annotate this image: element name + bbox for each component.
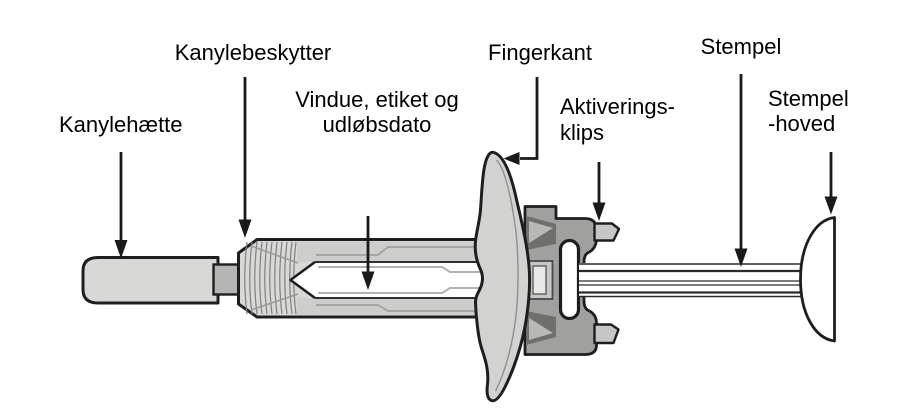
window-inner-steps: [318, 266, 486, 294]
label-fingerkant: Fingerkant: [488, 40, 592, 65]
plunger-head-shape: [799, 216, 836, 343]
label-vindue-line2: udløbsdato: [322, 112, 432, 137]
needle-hub-shape: [212, 263, 242, 296]
window-chevron: [289, 260, 316, 300]
plunger-rod-center-lines: [579, 280, 801, 286]
window-edges: [315, 261, 486, 299]
label-aktiveringsklips: Aktiverings- klips: [560, 94, 675, 146]
label-stempelhoved: Stempel -hoved: [768, 86, 849, 136]
clip-tab-top: [593, 222, 621, 242]
clip-finger-top-highlight: [529, 221, 553, 243]
clip-finger-bottom-highlight: [529, 318, 553, 340]
finger-flange-highlight: [494, 159, 519, 392]
label-stempel: Stempel: [700, 34, 782, 59]
label-vindue-line1: Vindue, etiket og: [295, 87, 459, 112]
arrow-vindue: [361, 216, 375, 290]
label-aktiveringsklips-line2: klips: [560, 120, 605, 145]
label-aktiveringsklips-line1: Aktiverings-: [560, 94, 675, 119]
plunger-rod-body: [579, 263, 801, 297]
guard-frame-lines: [250, 245, 299, 311]
arrow-kanylebeskytter: [238, 77, 252, 238]
guard-rib-texture: [244, 241, 297, 315]
stopper-stack-inner: [532, 265, 547, 295]
arrow-stempel: [734, 74, 748, 267]
needle-cap-shape: [81, 256, 220, 305]
clip-slot: [558, 238, 581, 321]
clip-tab-bottom: [593, 323, 620, 345]
finger-flange-shape: [473, 150, 532, 403]
label-stempelhoved-line2: -hoved: [768, 111, 836, 136]
plunger-rod-ribs: [579, 269, 801, 294]
plunger-rod-lines: [579, 263, 801, 298]
band-step-lines: [316, 246, 486, 312]
window-shape: [290, 262, 486, 298]
arrow-fingerkant: [503, 77, 539, 165]
label-kanylebeskytter: Kanylebeskytter: [174, 40, 332, 65]
arrow-stempelhoved: [824, 152, 838, 215]
barrel-bottom-band: [297, 298, 486, 315]
barrel-top-band: [297, 242, 486, 262]
label-kanylehaette: Kanylehætte: [59, 112, 183, 137]
label-stempelhoved-line1: Stempel: [768, 86, 849, 111]
label-vindue: Vindue, etiket og udløbsdato: [295, 87, 459, 137]
arrow-kanylehaette: [114, 152, 128, 259]
arrow-aktiveringsklips: [592, 162, 606, 221]
